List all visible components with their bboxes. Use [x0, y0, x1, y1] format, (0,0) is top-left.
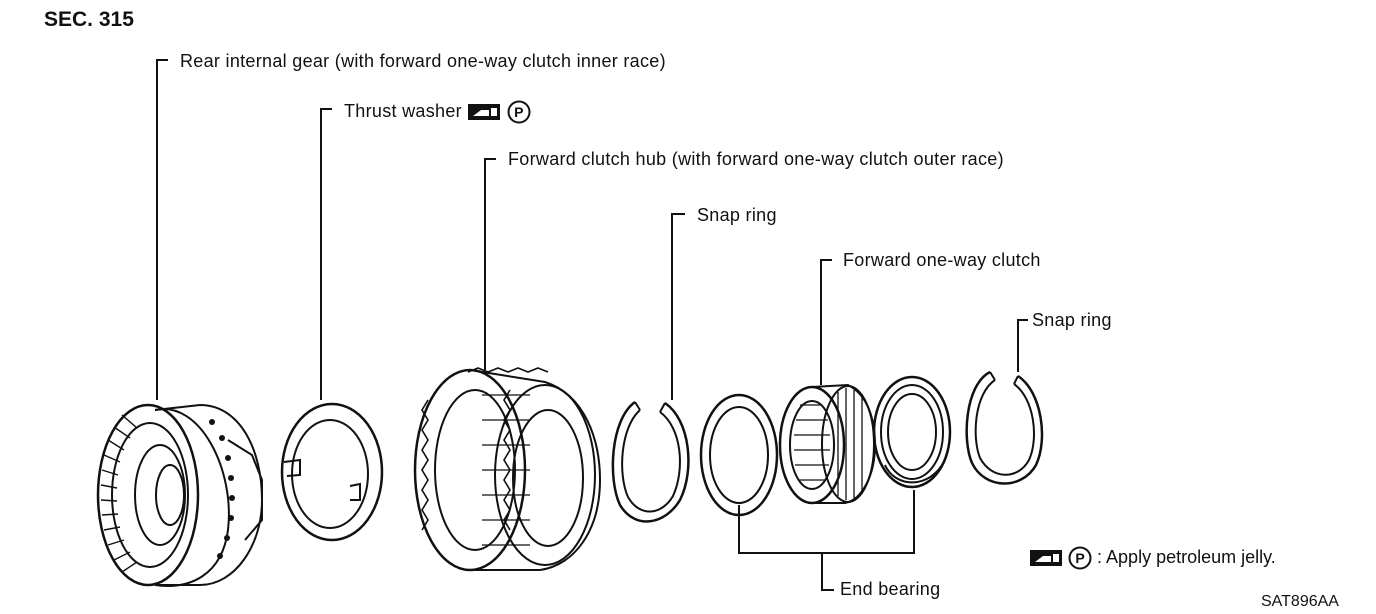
- legend-text: : Apply petroleum jelly.: [1097, 546, 1276, 567]
- forward-one-way-clutch: [778, 383, 877, 505]
- section-number: SEC. 315: [44, 8, 134, 31]
- p-circle-icon: P: [1068, 546, 1092, 570]
- p-circle-icon: P: [507, 100, 531, 124]
- snap-ring-2: [965, 370, 1044, 485]
- label-forward-clutch-hub: Forward clutch hub (with forward one-way…: [508, 149, 1004, 169]
- thrust-washer: [280, 402, 384, 542]
- label-thrust-washer: Thrust washer: [344, 100, 462, 121]
- label-snap-ring-2: Snap ring: [1032, 310, 1112, 330]
- forward-clutch-hub: [413, 367, 602, 572]
- end-bearing-2: [872, 375, 952, 489]
- leader-lines: [156, 59, 1028, 591]
- label-rear-internal-gear: Rear internal gear (with forward one-way…: [180, 51, 666, 71]
- end-bearing-1: [699, 393, 779, 517]
- figure-code: SAT896AA: [1261, 593, 1339, 610]
- snap-ring-1: [611, 400, 690, 523]
- label-snap-ring-1: Snap ring: [697, 205, 777, 225]
- petroleum-jelly-icon: [468, 104, 501, 120]
- label-forward-one-way-clutch: Forward one-way clutch: [843, 250, 1041, 270]
- petroleum-jelly-icon: [1030, 550, 1062, 566]
- legend: P : Apply petroleum jelly.: [1029, 546, 1276, 570]
- rear-internal-gear: [96, 403, 264, 587]
- label-thrust-washer-row: Thrust washer P: [344, 100, 531, 124]
- label-end-bearing: End bearing: [840, 579, 941, 599]
- p-letter: P: [1075, 550, 1084, 566]
- p-letter: P: [514, 104, 524, 120]
